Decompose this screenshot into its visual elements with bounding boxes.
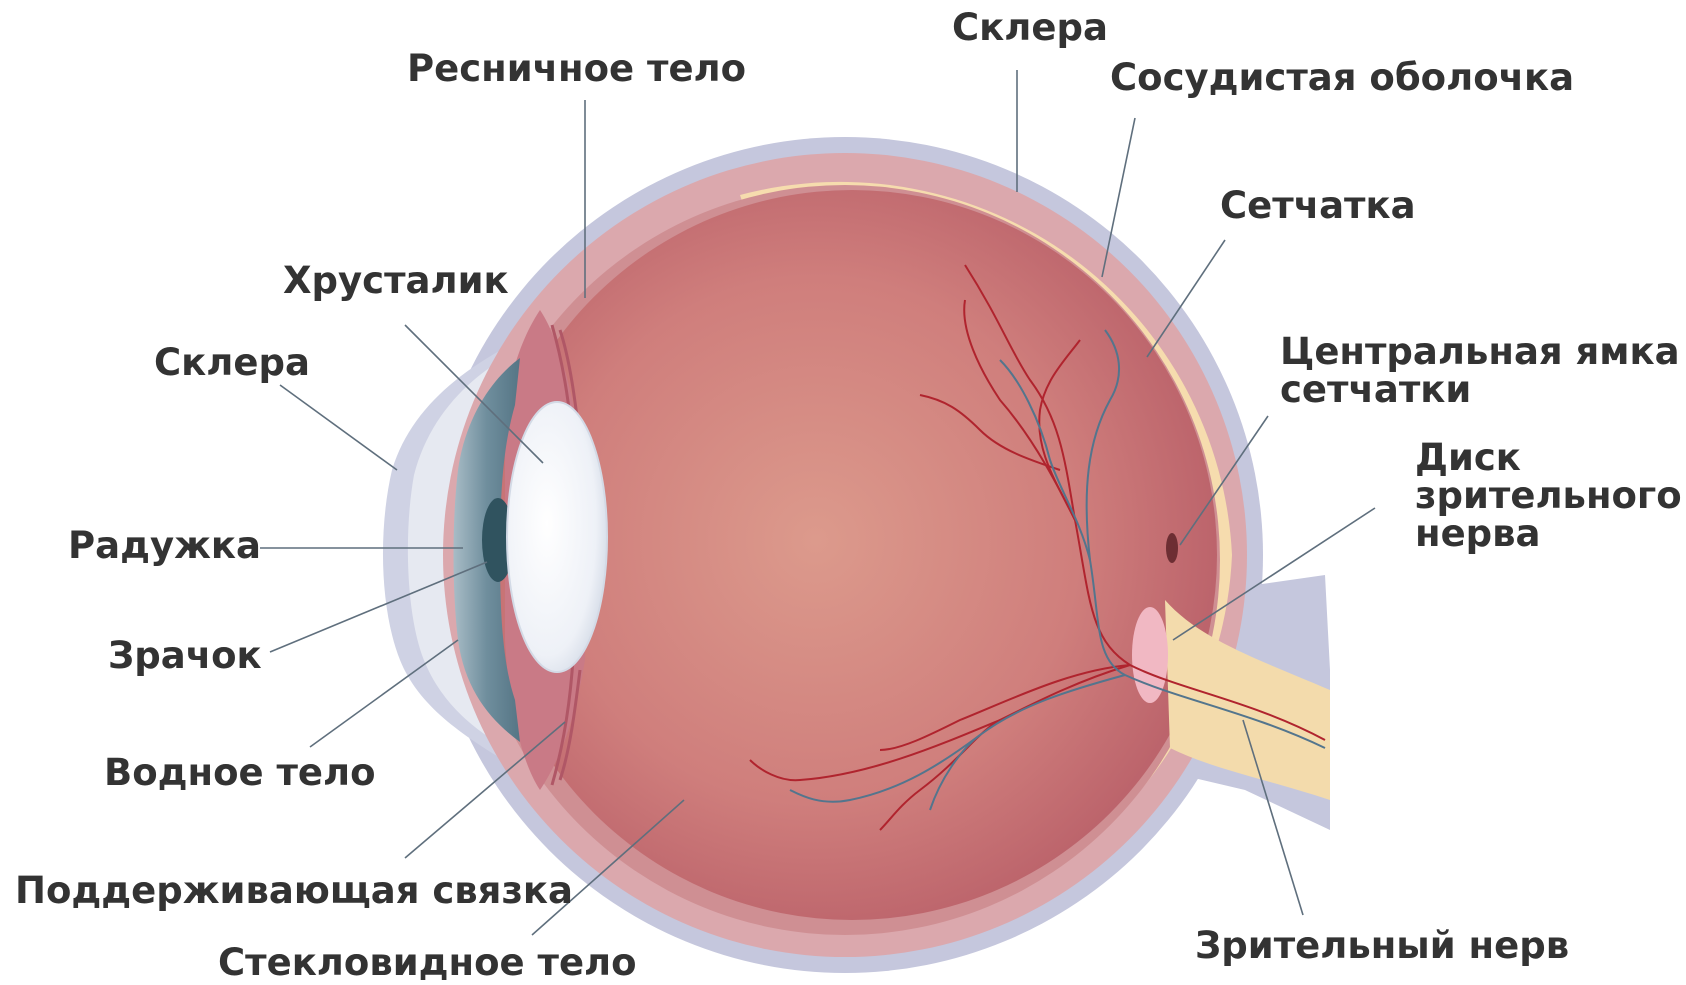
- label-zonule: Поддерживающая связка: [15, 869, 573, 912]
- label-retina: Сетчатка: [1220, 184, 1416, 227]
- label-fovea-line1: Центральная ямка: [1280, 330, 1680, 373]
- label-sclera-top: Склера: [952, 6, 1108, 49]
- label-iris: Радужка: [68, 524, 261, 567]
- label-ciliary-body: Ресничное тело: [407, 47, 746, 90]
- label-choroid: Сосудистая оболочка: [1110, 56, 1574, 99]
- label-vitreous: Стекловидное тело: [218, 941, 637, 984]
- label-sclera-left: Склера: [154, 341, 310, 384]
- label-fovea-line2: сетчатки: [1280, 368, 1471, 411]
- label-optic-disc-line1: Диск: [1415, 436, 1521, 479]
- label-optic-disc-line3: нерва: [1415, 512, 1541, 555]
- label-pupil: Зрачок: [108, 634, 262, 677]
- fovea: [1166, 533, 1178, 563]
- label-optic-nerve: Зрительный нерв: [1195, 924, 1569, 967]
- label-optic-disc-line2: зрительного: [1415, 474, 1682, 517]
- label-aqueous: Водное тело: [104, 751, 376, 794]
- label-lens: Хрусталик: [283, 259, 509, 302]
